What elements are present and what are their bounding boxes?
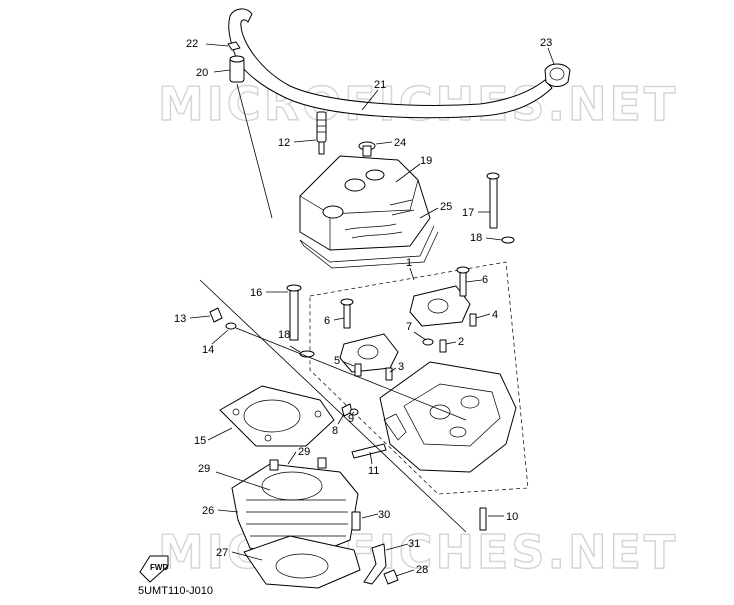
callout-24: 24: [394, 137, 406, 149]
dowel-pin-5: [354, 363, 362, 377]
watermark-top: MICROFICHES.NET: [158, 77, 678, 131]
plug-13: [209, 307, 223, 323]
callout-4: 4: [492, 309, 498, 321]
callout-8: 8: [332, 425, 338, 437]
stud-bolt-10: [479, 507, 487, 531]
callout-15: 15: [194, 435, 206, 447]
callout-1: 1: [406, 257, 412, 269]
fwd-label: FWD: [150, 563, 168, 572]
callout-31: 31: [408, 538, 420, 550]
cylinder-head-gasket: [219, 385, 335, 447]
callout-20: 20: [196, 67, 208, 79]
washer-18-upper: [501, 236, 515, 244]
callout-18-upper: 18: [470, 232, 482, 244]
camshaft-cap-left: [339, 333, 399, 373]
callout-2: 2: [458, 336, 464, 348]
head-bolt-16: [286, 284, 302, 341]
callout-23: 23: [540, 37, 552, 49]
callout-14: 14: [202, 344, 214, 356]
callout-16: 16: [250, 287, 262, 299]
callouts: 22 20 23 21 12 24 19 25 17 18 1 6: [174, 37, 555, 577]
head-bolt-17: [486, 172, 500, 229]
callout-22: 22: [186, 38, 198, 50]
bolt-30: [351, 511, 361, 531]
callout-29-lower: 29: [198, 463, 210, 475]
callout-13: 13: [174, 313, 186, 325]
washer-7: [422, 338, 434, 346]
callout-19: 19: [420, 155, 432, 167]
spark-plug: [316, 111, 327, 155]
callout-29-upper: 29: [298, 446, 310, 458]
breather-hose: [227, 8, 553, 119]
cover-bolt: [358, 141, 376, 157]
dowel-pin-4: [469, 313, 477, 327]
cylinder-head: [379, 361, 517, 473]
callout-27: 27: [216, 547, 228, 559]
cover-gasket: [299, 225, 439, 269]
hose-clamp: [544, 63, 571, 87]
cylinder-head-cover: [299, 155, 431, 251]
fwd-arrow-icon: FWD: [139, 555, 169, 583]
callout-11: 11: [368, 465, 379, 477]
stud-bolt-11: [351, 443, 387, 459]
cap-bolts: [340, 266, 470, 329]
dowel-pin-2: [439, 339, 447, 353]
callout-28: 28: [416, 564, 428, 576]
callout-10: 10: [506, 511, 518, 523]
callout-5: 5: [334, 355, 340, 367]
cylinder-base-gasket: [243, 535, 361, 589]
callout-9: 9: [348, 413, 354, 425]
callout-6-right: 6: [482, 274, 488, 286]
drawing-code: 5UMT110-J010: [138, 585, 213, 597]
callout-26: 26: [202, 505, 214, 517]
callout-7: 7: [406, 321, 412, 333]
camshaft-cap-right: [409, 285, 471, 327]
callout-25: 25: [440, 201, 452, 213]
callout-21: 21: [374, 79, 386, 91]
callout-18-lower: 18: [278, 329, 290, 341]
callout-17: 17: [462, 207, 474, 219]
callout-12: 12: [278, 137, 290, 149]
callout-3: 3: [398, 361, 404, 373]
nut-28: [383, 569, 399, 585]
leader-10: [199, 279, 467, 533]
gasket-14: [225, 322, 237, 330]
dowel-pin-3: [385, 367, 393, 381]
bracket-31: [363, 543, 387, 585]
callout-6-left: 6: [324, 315, 330, 327]
callout-30: 30: [378, 509, 390, 521]
head-assembly-boundary: [309, 261, 529, 495]
